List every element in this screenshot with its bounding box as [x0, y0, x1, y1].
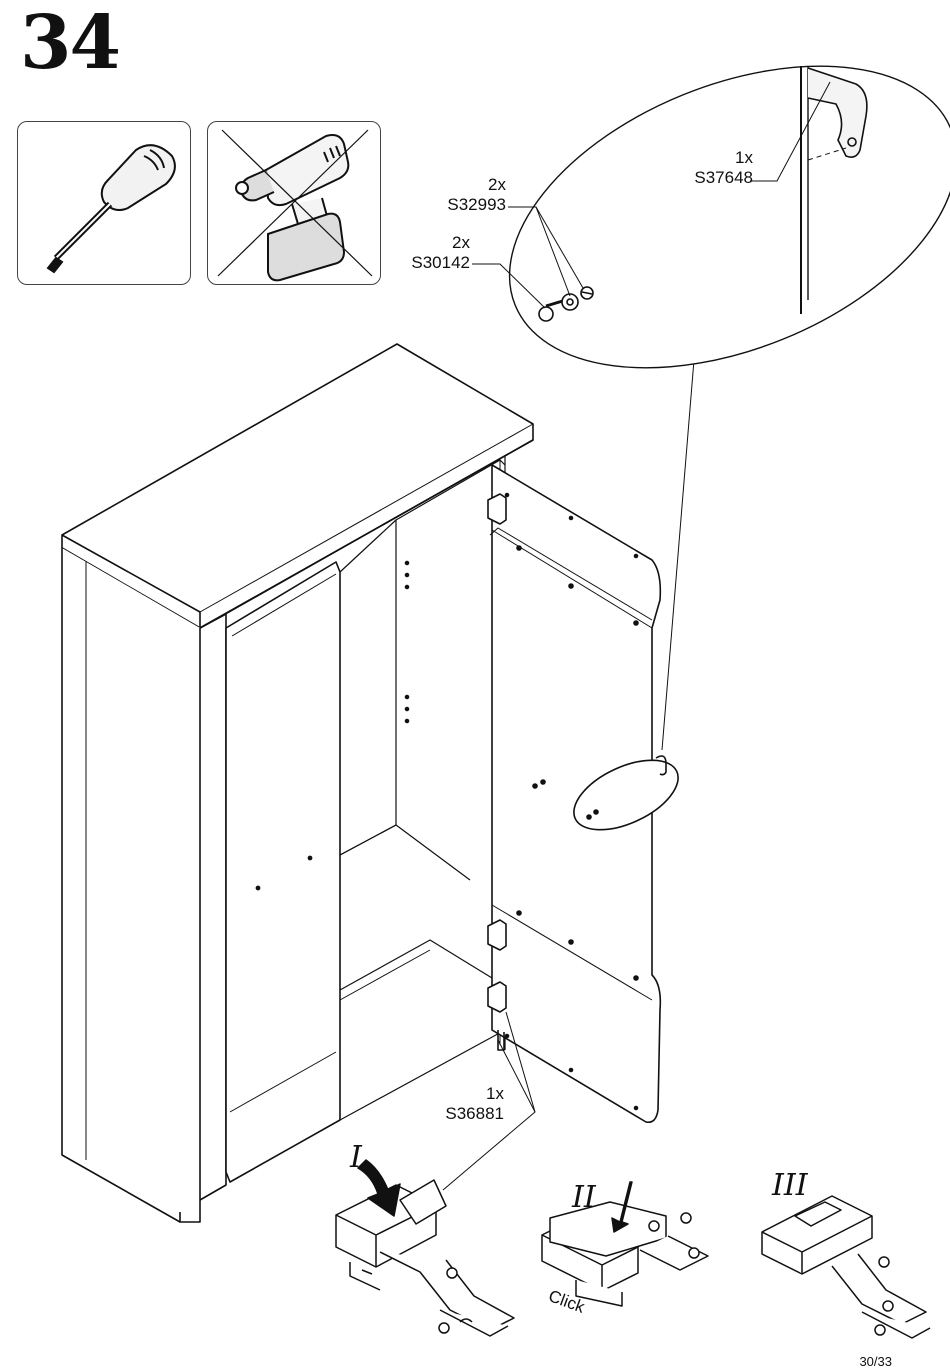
tool-box-drill [207, 121, 381, 285]
part-label-s30142: 2x S30142 [382, 233, 470, 273]
part-label-s37648: 1x S37648 [665, 148, 753, 188]
hinge-step-label-2: II [572, 1180, 596, 1215]
part-code: S36881 [445, 1104, 504, 1123]
hinge-step-label-1: I [350, 1140, 362, 1175]
part-qty: 2x [488, 175, 506, 194]
part-qty: 1x [735, 148, 753, 167]
part-label-s36881: 1x S36881 [416, 1084, 504, 1124]
hinge-step-label-3: III [772, 1168, 808, 1203]
part-code: S32993 [447, 195, 506, 214]
part-qty: 1x [486, 1084, 504, 1103]
part-code: S30142 [411, 253, 470, 272]
page-number: 30/33 [859, 1354, 892, 1369]
tool-box-screwdriver [17, 121, 191, 285]
part-code: S37648 [694, 168, 753, 187]
part-label-s32993: 2x S32993 [418, 175, 506, 215]
part-qty: 2x [452, 233, 470, 252]
screwdriver-icon [46, 144, 176, 274]
drill-icon [217, 129, 373, 282]
step-number: 34 [20, 0, 121, 86]
